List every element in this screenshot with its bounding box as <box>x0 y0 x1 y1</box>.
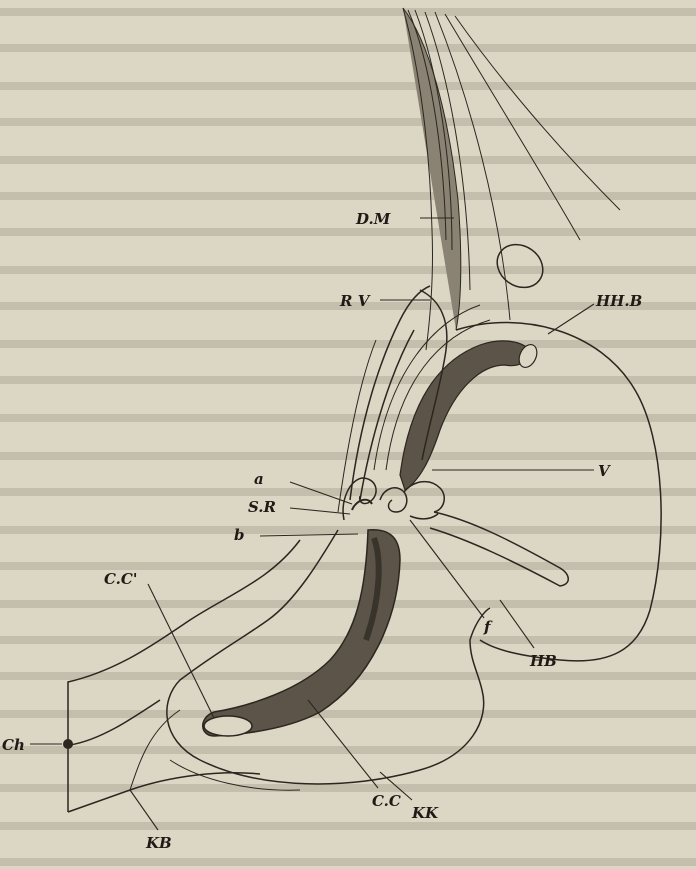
label-ch: Ch <box>2 736 25 754</box>
label-b: b <box>234 526 245 544</box>
hypophyseal-tube <box>374 305 540 490</box>
label-f: f <box>483 618 493 636</box>
label-a: a <box>254 470 264 488</box>
label-hb: HB <box>529 652 557 670</box>
label-v: V <box>598 462 611 480</box>
label-cc: C.C <box>372 792 401 810</box>
crescent <box>203 530 400 736</box>
label-dm: D.M <box>355 210 391 228</box>
label-rv: R V <box>339 292 371 310</box>
label-sr: S.R <box>248 498 276 516</box>
label-ccp: C.C' <box>104 570 137 588</box>
fold-region <box>343 478 444 520</box>
label-kk: KK <box>411 804 439 822</box>
hb-tube <box>430 512 568 586</box>
label-kb: KB <box>145 834 172 852</box>
label-hhb: HH.B <box>595 292 642 310</box>
dura-mater-fibres <box>403 8 620 350</box>
